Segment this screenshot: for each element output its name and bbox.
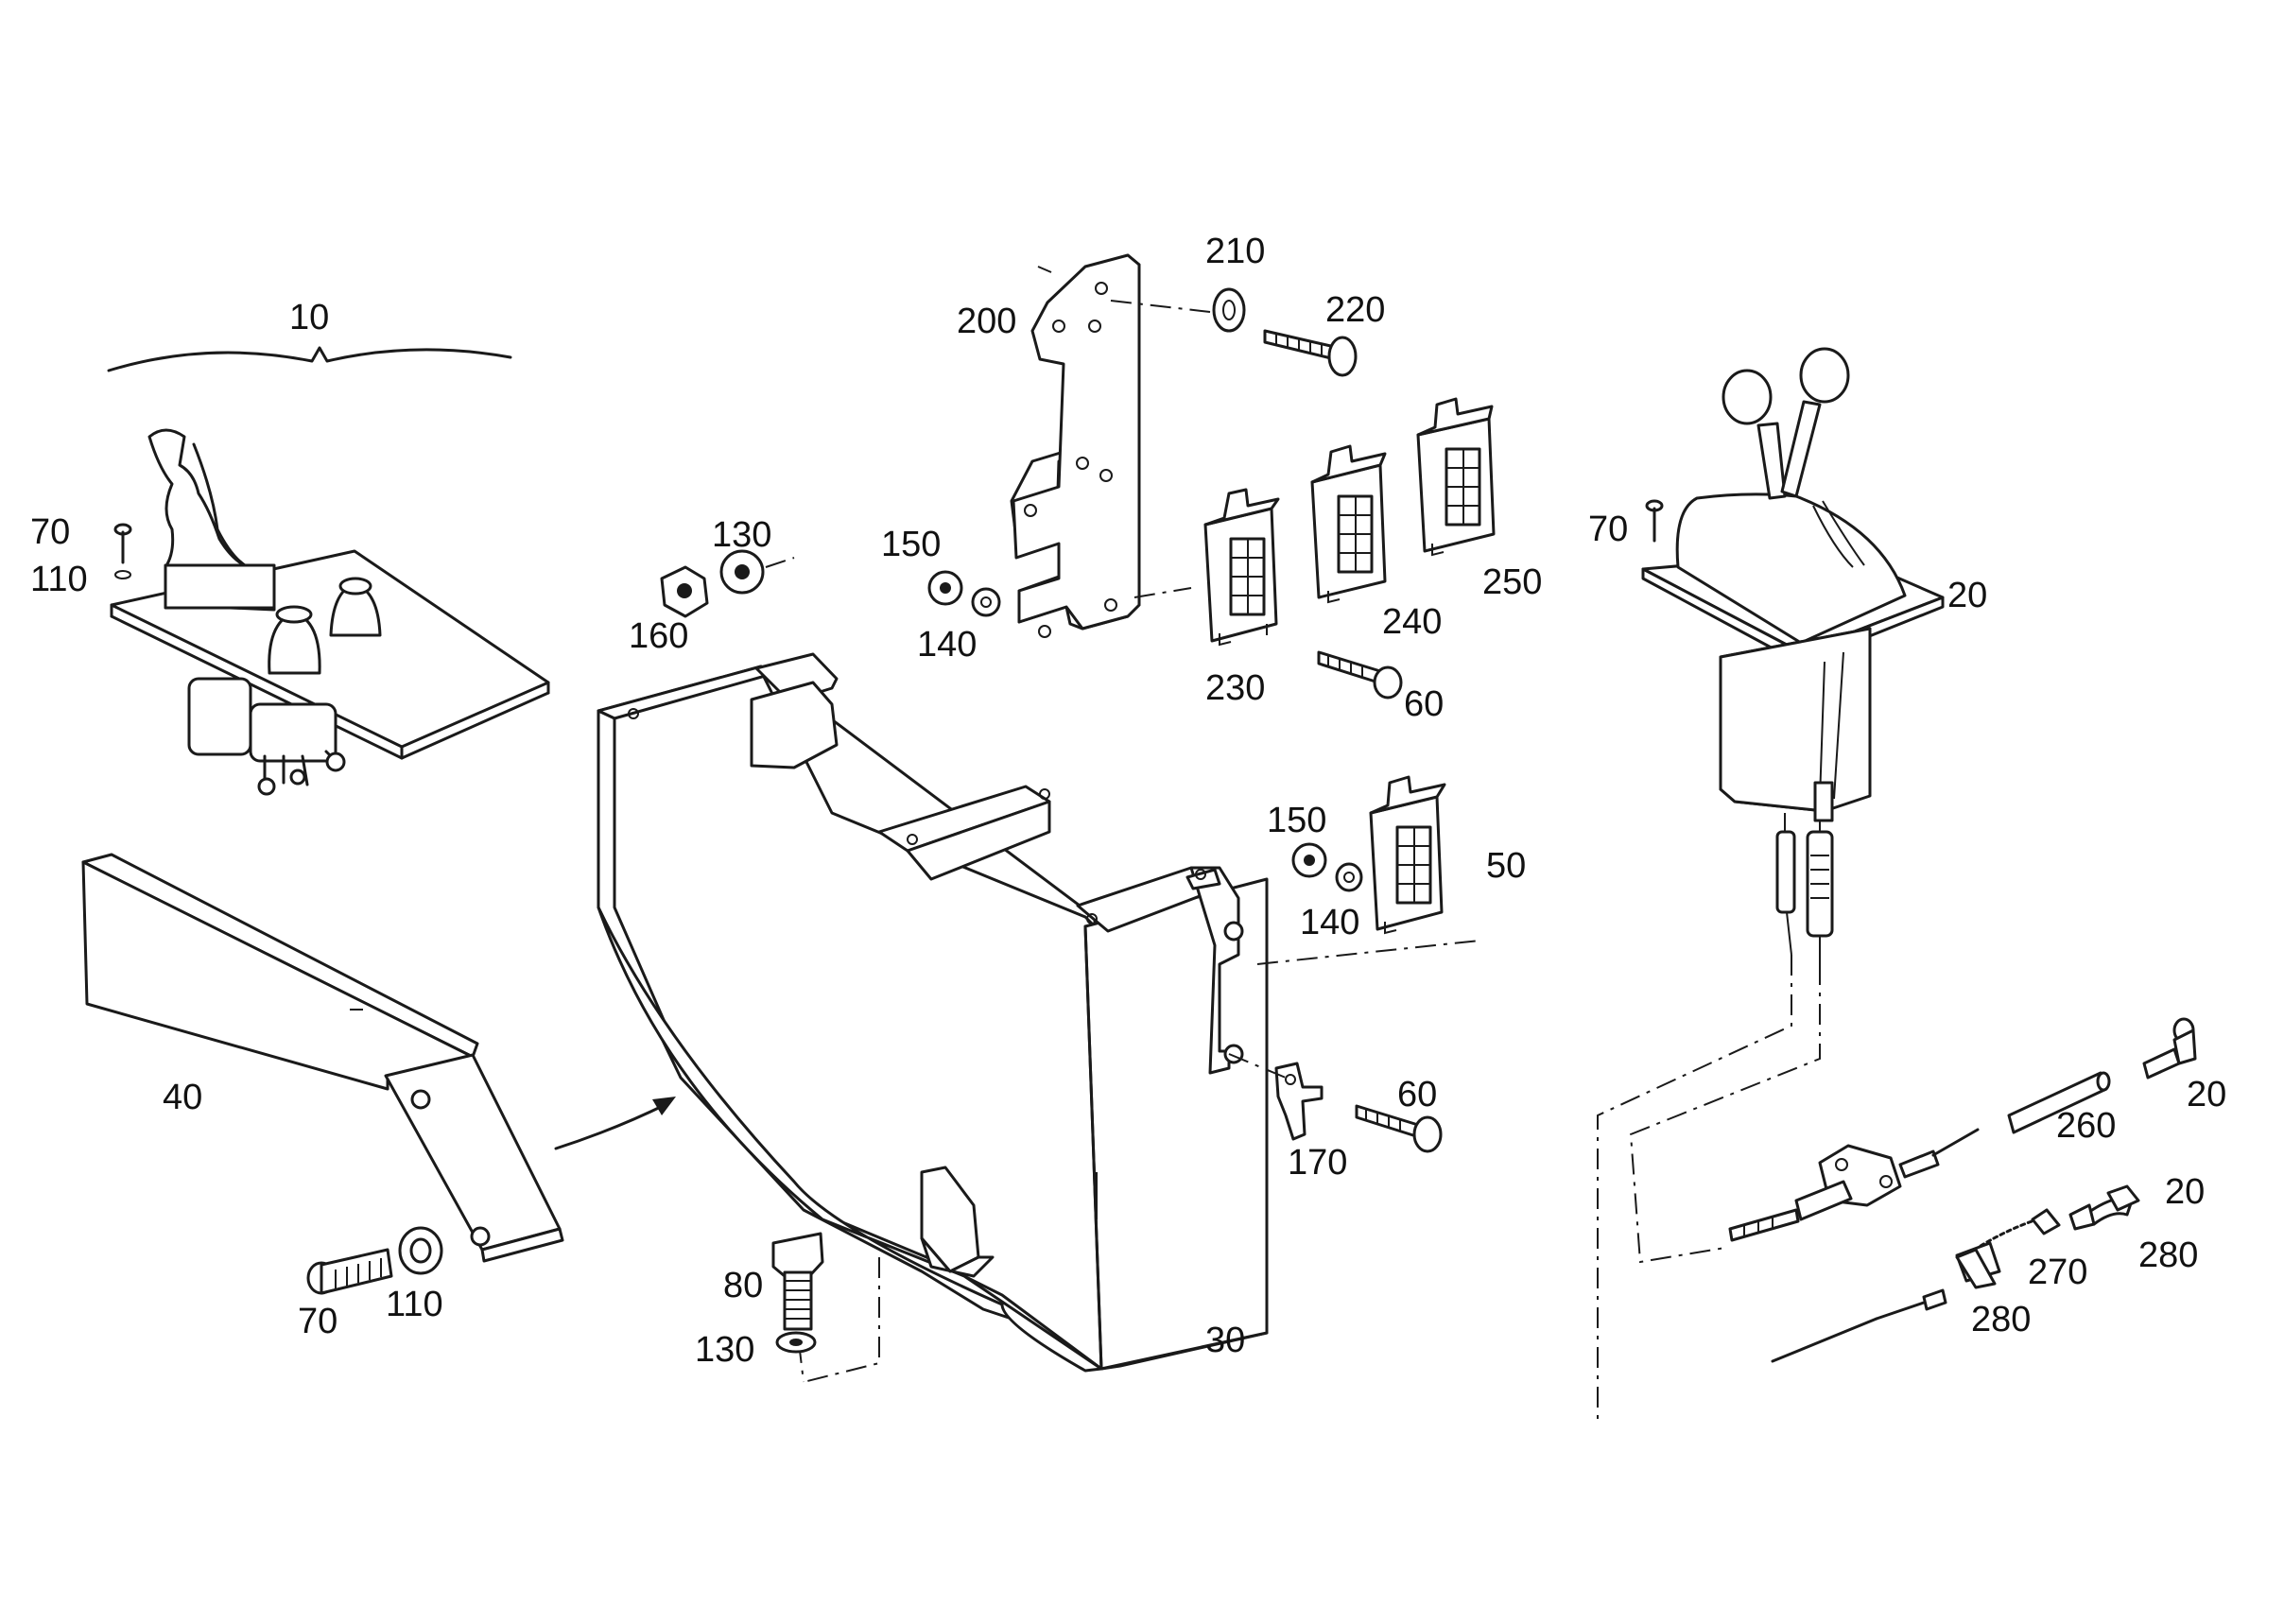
label-250: 250 [1482,562,1542,602]
label-140-top: 140 [917,625,977,665]
clip-170 [1228,1053,1324,1141]
screw-70-right [1645,499,1664,543]
label-130-bottom: 130 [695,1330,754,1370]
cable-assembly-lower [1771,1184,2140,1363]
screw-220 [1263,329,1358,377]
label-260: 260 [2056,1106,2116,1146]
label-140-mid: 140 [1300,903,1359,942]
label-20-top: 20 [1947,576,1987,615]
label-20-mid: 20 [2187,1075,2226,1114]
label-240: 240 [1382,602,1442,642]
part-labels: 10 70 110 40 70 110 130 160 150 140 200 … [30,232,2226,1370]
screw-60-bottom [1355,1104,1443,1153]
label-270: 270 [2028,1253,2087,1292]
lever-box-20 [1641,347,1945,964]
bracket-40 [81,853,564,1263]
relay-250 [1416,397,1496,557]
label-170: 170 [1288,1143,1347,1183]
label-30: 30 [1205,1321,1245,1360]
relay-240 [1310,444,1387,604]
nut-150-top [927,570,963,606]
washer-130-top [719,549,795,595]
label-160: 160 [629,616,688,656]
label-110-bottom: 110 [386,1285,443,1324]
label-130-top: 130 [712,515,771,555]
bolt-70-bottom [306,1226,443,1295]
label-10: 10 [289,298,329,337]
label-230: 230 [1205,668,1265,708]
control-panel-assembly [110,428,550,796]
label-50: 50 [1486,846,1526,886]
label-60-bottom: 60 [1397,1075,1437,1114]
washer-130-bottom [775,1331,817,1354]
bolt-80 [771,1232,824,1383]
label-200: 200 [957,302,1016,341]
nut-160 [660,565,709,618]
cable-route-2 [1629,964,1821,1264]
label-80: 80 [723,1266,763,1305]
label-70-right: 70 [1588,510,1628,549]
label-150-mid: 150 [1267,801,1326,840]
nut-150-mid [1291,842,1327,878]
label-60-top: 60 [1404,684,1444,724]
washer-210 [1212,287,1246,333]
label-220: 220 [1325,290,1385,330]
housing-30 [597,652,1269,1373]
clip-280-right [2068,1203,2096,1231]
label-40: 40 [163,1078,202,1117]
screw-70-left [113,523,132,579]
label-20-lower: 20 [2165,1172,2205,1212]
relay-50 [1256,775,1480,965]
arrow-40-to-30 [554,1097,676,1150]
brace-10 [107,346,512,372]
bolt-80-path [803,1257,880,1383]
clip-280-left [1955,1248,1997,1289]
label-280-right: 280 [2138,1235,2198,1275]
cable-route-1 [1597,955,1792,1423]
relay-230 [1203,488,1280,647]
label-280-bottom: 280 [1971,1300,2031,1339]
washer-140-top [971,587,1001,617]
label-210: 210 [1205,232,1265,271]
washer-140-mid [1335,862,1363,892]
plate-200 [1010,253,1211,638]
cable-assembly-upper [1728,1017,2197,1242]
screw-60-top [1317,650,1403,700]
label-110-left: 110 [30,560,88,599]
label-70-bottom: 70 [298,1302,337,1341]
label-70-left: 70 [30,512,70,552]
label-150-top: 150 [881,525,941,564]
